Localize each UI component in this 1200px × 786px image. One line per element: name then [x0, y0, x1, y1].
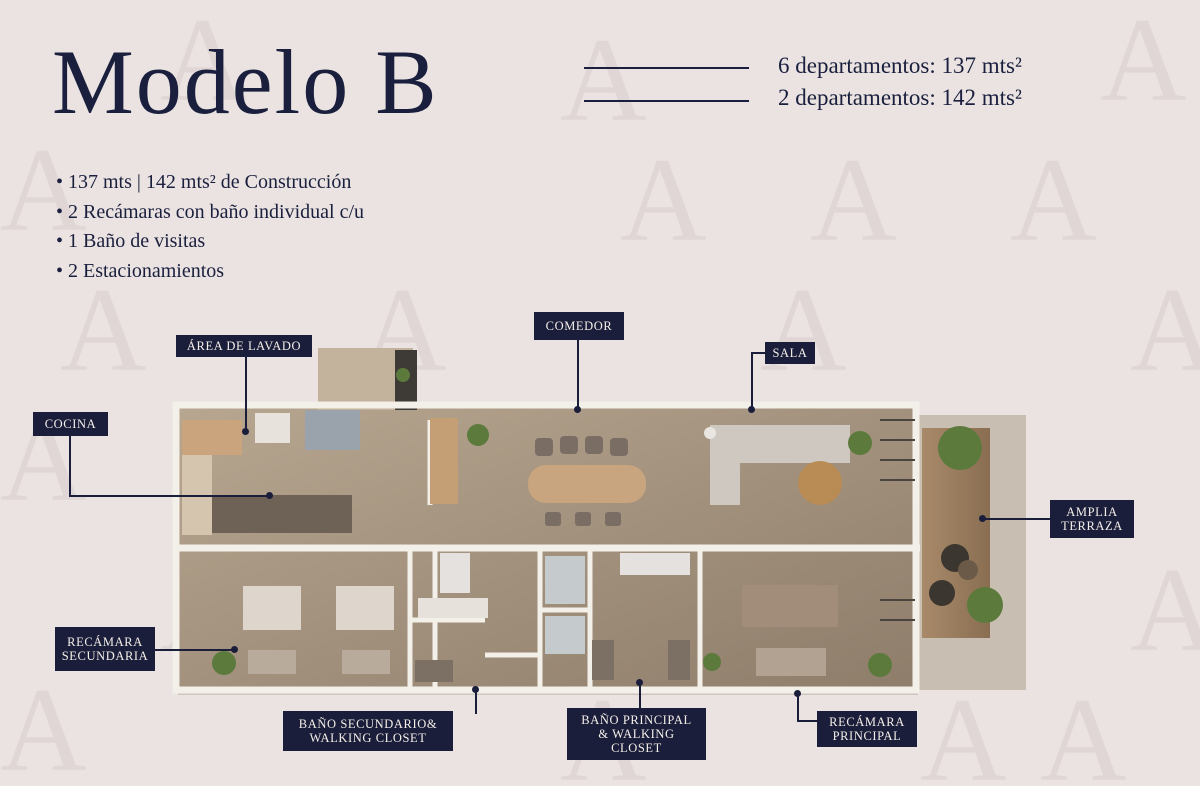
leader-line-area-lavado	[245, 354, 247, 432]
units-summary: 6 departamentos: 137 mts² 2 departamento…	[778, 50, 1022, 114]
page-title: Modelo B	[52, 31, 439, 133]
leader-dot-terraza	[979, 515, 986, 522]
leader-line-sala	[751, 352, 753, 410]
label-bano-principal: BAÑO PRINCIPAL & WALKING CLOSET	[567, 708, 706, 760]
features-list: • 137 mts | 142 mts² de Construcción • 2…	[56, 168, 364, 286]
leader-dot-bano-principal	[636, 679, 643, 686]
leader-line-recamara-secundaria	[155, 649, 235, 651]
label-recamara-principal: RECÁMARA PRINCIPAL	[817, 711, 917, 747]
leader-dot-recamara-secundaria	[231, 646, 238, 653]
label-cocina: COCINA	[33, 412, 108, 436]
label-bano-secundario: BAÑO SECUNDARIO& WALKING CLOSET	[283, 711, 453, 751]
units-line-2: 2 departamentos: 142 mts²	[778, 85, 1022, 110]
leader-line-recamara-principal-h	[797, 720, 817, 722]
divider-line-2	[584, 100, 749, 102]
leader-dot-recamara-principal	[794, 690, 801, 697]
leader-line-cocina	[69, 434, 71, 496]
leader-line-recamara-principal	[797, 694, 799, 720]
leader-dot-comedor	[574, 406, 581, 413]
feature-item: • 137 mts | 142 mts² de Construcción	[56, 171, 352, 193]
divider-line-1	[584, 67, 749, 69]
label-comedor: COMEDOR	[534, 312, 624, 340]
label-sala: SALA	[765, 342, 815, 364]
feature-item: • 2 Recámaras con baño individual c/u	[56, 200, 365, 223]
label-amplia-terraza: AMPLIA TERRAZA	[1050, 500, 1134, 538]
units-line-1: 6 departamentos: 137 mts²	[778, 53, 1022, 78]
feature-item: • 1 Baño de visitas	[56, 230, 206, 252]
leader-line-terraza	[982, 518, 1050, 520]
leader-line-comedor	[577, 340, 579, 410]
leader-dot-cocina	[266, 492, 273, 499]
leader-line-bano-secundario	[475, 690, 477, 714]
leader-line-bano-principal	[639, 683, 641, 709]
label-recamara-secundaria: RECÁMARA SECUNDARIA	[55, 627, 155, 671]
leader-dot-area-lavado	[242, 428, 249, 435]
leader-dot-sala	[748, 406, 755, 413]
leader-dot-bano-secundario	[472, 686, 479, 693]
leader-line-sala-h	[751, 352, 767, 354]
feature-item: • 2 Estacionamientos	[56, 259, 225, 282]
leader-line-cocina-h	[69, 495, 269, 497]
label-area-lavado: ÁREA DE LAVADO	[176, 335, 312, 357]
